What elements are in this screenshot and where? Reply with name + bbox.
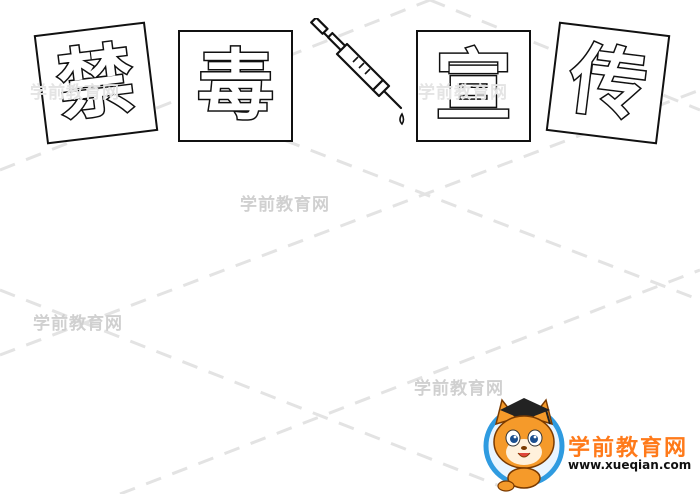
- title-box-4: 传: [545, 21, 671, 145]
- title-box-2: 毒: [178, 30, 293, 142]
- watermark: 学前教育网: [414, 379, 504, 399]
- title-box-3: 宣: [416, 30, 531, 142]
- watermark: 学前教育网: [33, 314, 123, 334]
- title-char-4: 传: [563, 32, 652, 133]
- site-logo: 学前教育网 www.xueqian.com: [480, 390, 700, 494]
- watermark: 学前教育网: [418, 83, 508, 103]
- title-char-3: 宣: [434, 41, 513, 130]
- watermark: 学前教育网: [30, 83, 120, 103]
- syringe-icon: [310, 18, 405, 126]
- logo-url: www.xueqian.com: [568, 458, 692, 472]
- mascot-cat-icon: [483, 398, 565, 492]
- watermark: 学前教育网: [240, 195, 330, 215]
- title-char-2: 毒: [196, 41, 275, 130]
- logo-name: 学前教育网: [568, 436, 689, 461]
